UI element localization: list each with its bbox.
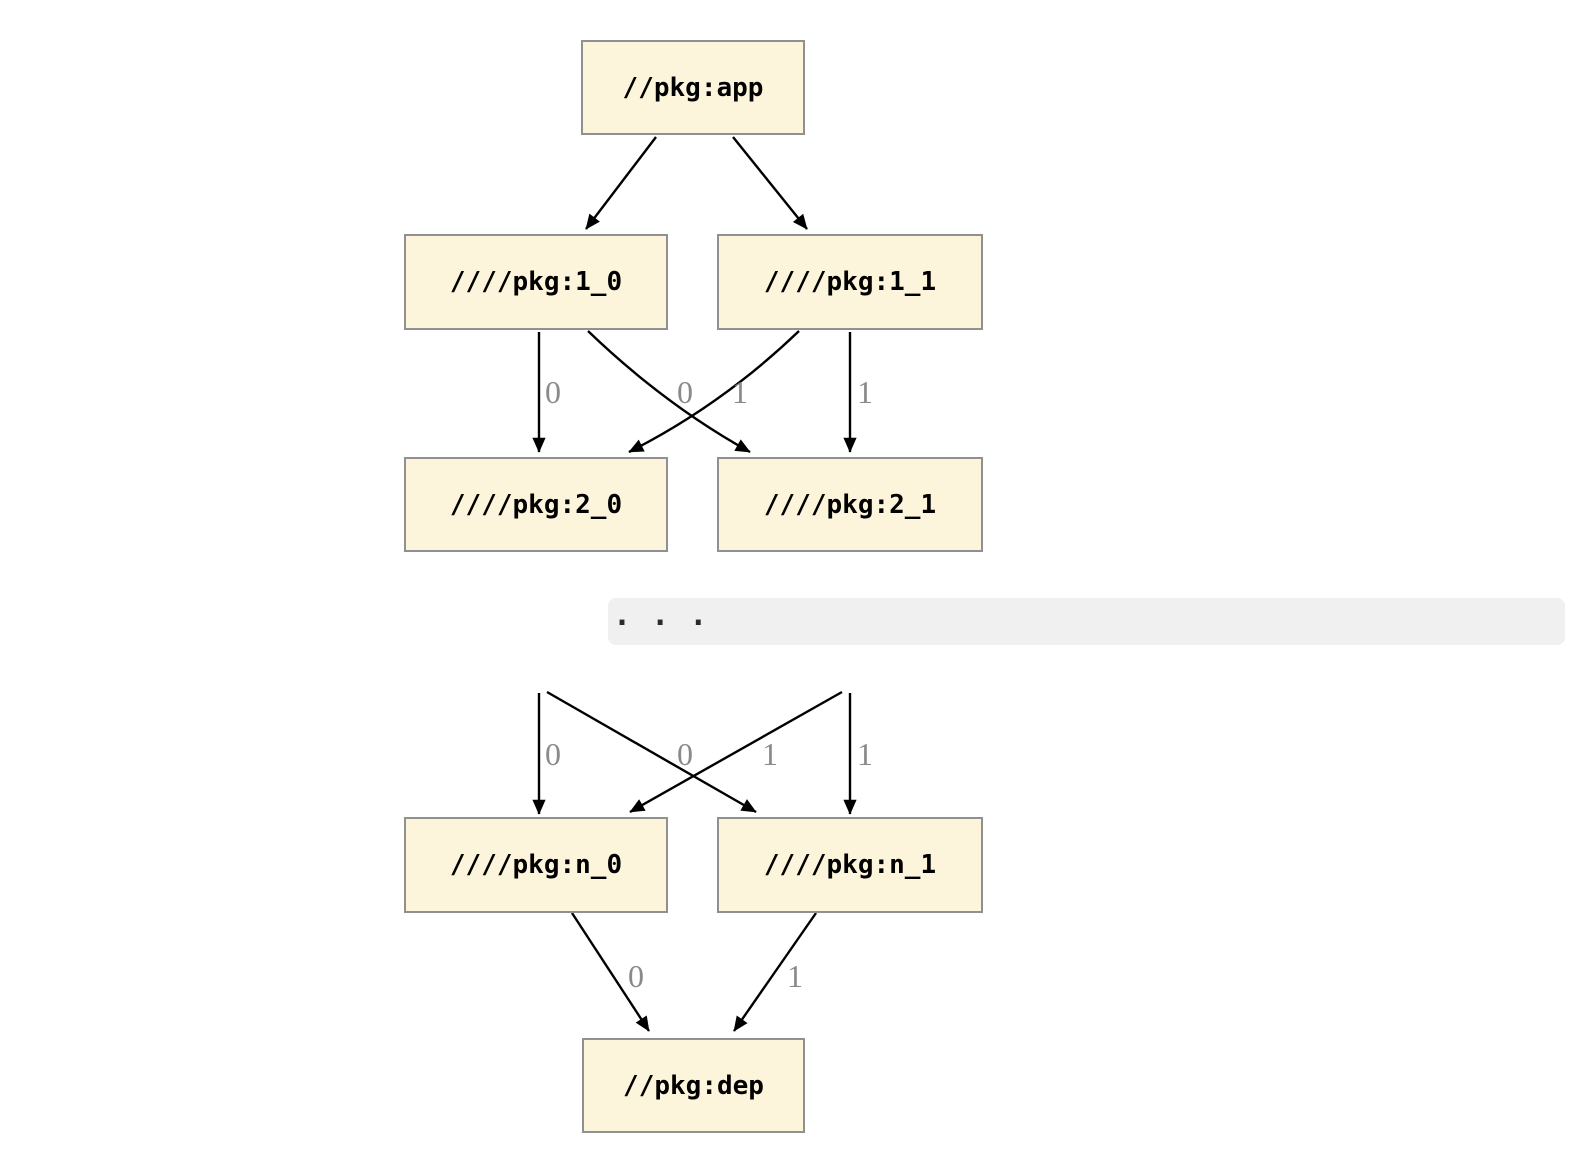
- edge-label-mid-n_0-straight: 0: [545, 736, 561, 772]
- edge-app-to-1_0: [585, 136, 657, 230]
- node-label: ////pkg:2_1: [763, 489, 937, 520]
- edge-label-1_1-2_0: 0: [677, 374, 693, 410]
- graph-node-pkg-1_1: ////pkg:1_1: [717, 234, 983, 330]
- graph-node-pkg-n_0: ////pkg:n_0: [404, 817, 668, 913]
- edge-label-1_0-2_0: 0: [545, 374, 561, 410]
- edge-n_0-to-dep: [570, 912, 651, 1032]
- edge-label-n_1-dep: 1: [787, 958, 803, 994]
- graph-node-pkg-2_1: ////pkg:2_1: [717, 457, 983, 552]
- edge-app-to-1_1: [732, 136, 808, 230]
- edge-ellipsis-to-n_1-cross: [546, 690, 757, 814]
- graph-node-pkg-1_0: ////pkg:1_0: [404, 234, 668, 330]
- edge-label-1_0-2_1: 1: [732, 374, 748, 410]
- edge-1_1-to-2_0: [628, 330, 800, 454]
- edge-label-mid-n_0-cross: 0: [677, 736, 693, 772]
- graph-node-pkg-dep: //pkg:dep: [582, 1038, 805, 1133]
- edge-label-mid-n_1-cross: 1: [762, 736, 778, 772]
- ellipsis-text: . . .: [613, 598, 708, 633]
- edge-label-n_0-dep: 0: [628, 958, 644, 994]
- node-label: //pkg:app: [622, 72, 764, 103]
- node-label: //pkg:dep: [623, 1070, 764, 1101]
- node-label: ////pkg:1_1: [763, 267, 937, 297]
- edge-1_0-to-2_1: [587, 330, 751, 454]
- graph-node-pkg-n_1: ////pkg:n_1: [717, 817, 983, 913]
- graph-node-pkg-2_0: ////pkg:2_0: [404, 457, 668, 552]
- edge-n_1-to-dep: [733, 912, 817, 1032]
- graph-node-pkg-app: //pkg:app: [581, 40, 805, 135]
- node-label: ////pkg:n_1: [763, 850, 937, 880]
- edge-ellipsis-to-n_0-cross: [629, 690, 843, 814]
- edge-label-1_1-2_1: 1: [857, 374, 873, 410]
- node-label: ////pkg:1_0: [449, 267, 623, 297]
- ellipsis-band: [608, 598, 1565, 645]
- edge-label-mid-n_1-straight: 1: [857, 736, 873, 772]
- node-label: ////pkg:2_0: [449, 489, 623, 520]
- node-label: ////pkg:n_0: [449, 850, 623, 880]
